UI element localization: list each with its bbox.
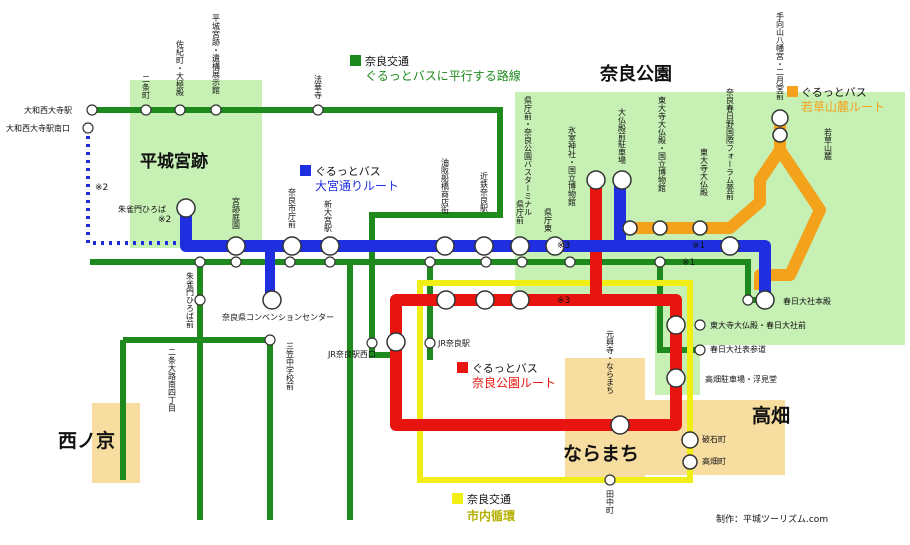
stop-yamato-saidaiji-minami: 大和西大寺駅南口 bbox=[6, 123, 70, 133]
stop-miyaato-teien: 宮跡庭園 bbox=[232, 196, 241, 230]
stop-wakakusa: 若草山麓 bbox=[824, 127, 833, 161]
legend-yellow-company: 奈良交通 bbox=[467, 492, 511, 506]
stop-kencho-nara-museum: 県庁前・奈良公園バスターミナル bbox=[524, 96, 533, 216]
stop-sanjo-chugakko: 三笠中学校前 bbox=[286, 342, 295, 391]
orange-route-line bbox=[614, 144, 826, 290]
stop-tamukeyama: 手向山八幡宮・二月堂前 bbox=[776, 11, 785, 101]
legend-orange-title: ぐるっとバス bbox=[801, 86, 867, 99]
stop-hokkeji: 法華寺 bbox=[314, 74, 323, 99]
stop-nijocho: 二条町 bbox=[142, 75, 151, 99]
legend-green-swatch bbox=[350, 55, 361, 66]
takabatake-area bbox=[640, 400, 785, 475]
dotted-route bbox=[86, 128, 186, 245]
credit: 制作：平城ツーリズム.com bbox=[716, 513, 828, 525]
legend-yellow-route: 市内循環 bbox=[467, 508, 516, 523]
stop-kasuga-omote: 春日大社表参道 bbox=[710, 344, 766, 354]
stop-daibutsuden-parking: 大仏殿前駐車場 bbox=[618, 107, 627, 165]
mark-2b: ※2 bbox=[158, 215, 171, 225]
stop-kencho-higashi: 県庁東 bbox=[544, 208, 553, 233]
area-nishinokyo: 西ノ京 bbox=[58, 429, 115, 452]
stop-suzakumon: 朱雀門ひろば bbox=[118, 204, 166, 214]
stop-todaiji-kasuga: 東大寺大仏殿・春日大社前 bbox=[710, 320, 806, 330]
stop-yuuei: 油阪船橋商店街 bbox=[441, 157, 450, 215]
area-heijo: 平城宮跡 bbox=[140, 151, 208, 172]
stop-nara-shiyakusho: 奈良市庁前 bbox=[288, 187, 297, 229]
stop-himuro: 氷室神社・国立博物館 bbox=[568, 125, 577, 207]
stop-yamato-saidaiji: 大和西大寺駅 bbox=[24, 105, 72, 115]
stop-takabatake-chushajo: 高畑駐車場・浮見堂 bbox=[705, 374, 777, 384]
area-nara-koen: 奈良公園 bbox=[599, 63, 672, 85]
legend-blue-title: ぐるっとバス bbox=[315, 165, 381, 178]
stop-takabatake: 高畑町 bbox=[702, 456, 726, 466]
legend-green-desc: ぐるっとバスに平行する路線 bbox=[365, 68, 521, 83]
small-stop-markers bbox=[82, 104, 754, 486]
area-takabatake: 高畑 bbox=[752, 404, 790, 427]
mark-3a: ※3 bbox=[557, 241, 570, 251]
legend-blue-route: 大宮通りルート bbox=[315, 178, 399, 193]
stop-shin-omiya: 新大宮駅 bbox=[324, 199, 333, 233]
naramachi-area bbox=[565, 358, 645, 478]
stop-todaiji-kokuritsu: 東大寺大仏殿・国立博物館 bbox=[658, 95, 667, 193]
mark-1a: ※1 bbox=[692, 241, 705, 251]
red-route-line bbox=[390, 294, 682, 431]
stop-tanakacho: 田中町 bbox=[606, 490, 615, 514]
legend-green-company: 奈良交通 bbox=[365, 54, 409, 68]
stop-heijo-iseki: 平城宮跡・遺構展示館 bbox=[212, 14, 221, 95]
stop-gangoji: 元興寺・ならまち bbox=[606, 330, 615, 394]
stop-sakinoomiya: 佐紀町・大極殿 bbox=[176, 39, 185, 97]
stop-nijo-oji: 二条大路南四丁目 bbox=[168, 348, 177, 413]
stop-kintetsu-nara: 近鉄奈良駅 bbox=[480, 171, 489, 213]
stop-suzakumon2: 朱雀門ひろば前 bbox=[186, 271, 195, 329]
stop-kencho: 県庁前 bbox=[516, 200, 525, 225]
stop-kasuga-forum: 奈良春日野国際フォーラム甍前 bbox=[726, 87, 735, 201]
stop-markers bbox=[176, 109, 789, 470]
stop-convention: 奈良県コンベンションセンター bbox=[222, 312, 334, 322]
stop-wariishicho: 破石町 bbox=[702, 434, 726, 444]
legend-orange-route: 若草山麓ルート bbox=[801, 100, 885, 114]
legend-blue-swatch bbox=[300, 165, 311, 176]
legend-red-route: 奈良公園ルート bbox=[472, 375, 556, 390]
legend-red-title: ぐるっとバス bbox=[472, 362, 538, 375]
legend-orange-swatch bbox=[787, 86, 798, 97]
area-naramachi: ならまち bbox=[563, 443, 639, 465]
stop-kasuga-taisha: 春日大社本殿 bbox=[783, 296, 831, 306]
mark-3b: ※3 bbox=[557, 296, 570, 306]
stop-jr-nara: JR奈良駅 bbox=[437, 338, 470, 348]
legend-yellow-swatch bbox=[452, 493, 463, 504]
nishinokyo-area bbox=[92, 403, 140, 483]
stop-jr-nara-nishi: JR奈良駅西口 bbox=[327, 349, 376, 359]
mark-2a: ※2 bbox=[95, 183, 108, 193]
stop-todaiji: 東大寺大仏殿 bbox=[700, 147, 709, 197]
mark-1b: ※1 bbox=[682, 258, 695, 268]
legend-red-swatch bbox=[457, 362, 468, 373]
